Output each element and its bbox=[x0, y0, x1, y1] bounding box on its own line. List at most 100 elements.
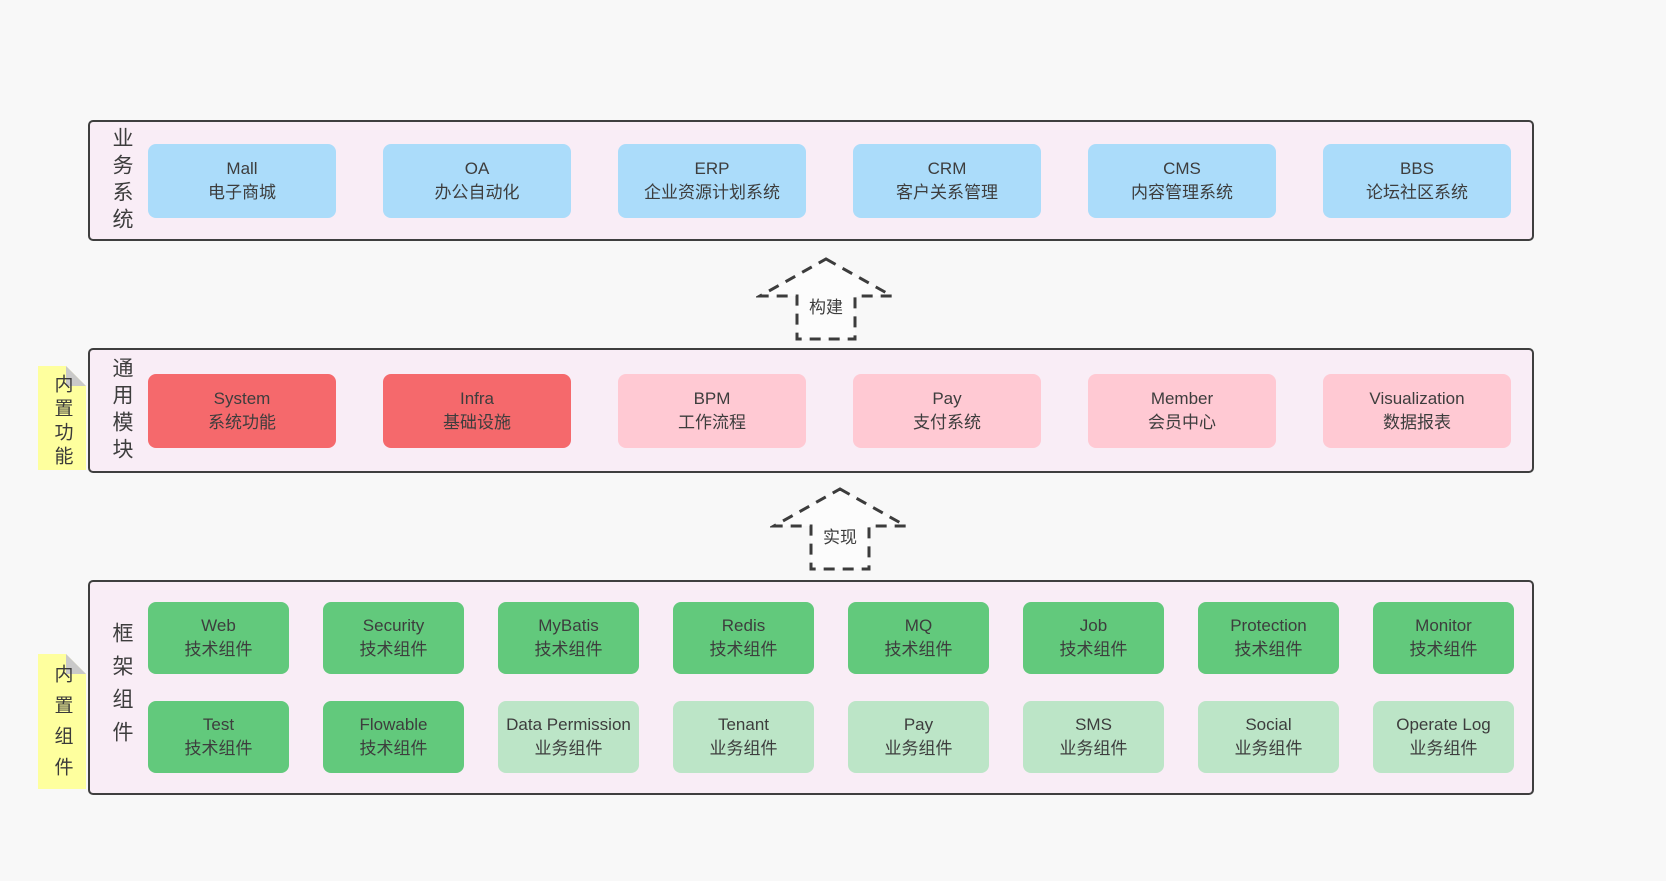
box-oa: OA 办公自动化 bbox=[383, 143, 571, 218]
box-test: Test 技术组件 bbox=[148, 701, 289, 773]
arrow-build-label: 构建 bbox=[806, 293, 846, 318]
box-subtitle: 技术组件 bbox=[184, 739, 253, 758]
box-title: Pay bbox=[932, 388, 962, 408]
box-title: Security bbox=[362, 616, 425, 635]
box-security: Security 技术组件 bbox=[323, 602, 464, 674]
box-pay: Pay 支付系统 bbox=[853, 373, 1041, 448]
box-subtitle: 技术组件 bbox=[1234, 640, 1303, 659]
section-framework-components: 框架组件 Web 技术组件 Security 技术组件 MyBatis 技术组件… bbox=[88, 580, 1534, 795]
box-subtitle: 企业资源计划系统 bbox=[644, 182, 780, 202]
box-member: Member 会员中心 bbox=[1088, 373, 1276, 448]
box-subtitle: 论坛社区系统 bbox=[1366, 182, 1468, 202]
box-system: System 系统功能 bbox=[148, 373, 336, 448]
box-redis: Redis 技术组件 bbox=[673, 602, 814, 674]
section-common-modules: 通用模块 System 系统功能 Infra 基础设施 BPM 工作流程 Pay… bbox=[88, 348, 1534, 473]
box-subtitle: 客户关系管理 bbox=[896, 182, 998, 202]
box-bpm: BPM 工作流程 bbox=[618, 373, 806, 448]
arrow-implement: 实现 bbox=[770, 486, 910, 572]
box-subtitle: 支付系统 bbox=[913, 412, 981, 432]
arrow-build: 构建 bbox=[756, 256, 896, 342]
box-title: Member bbox=[1150, 388, 1214, 408]
box-visualization: Visualization 数据报表 bbox=[1323, 373, 1511, 448]
box-subtitle: 业务组件 bbox=[1409, 739, 1478, 758]
box-title: CMS bbox=[1163, 158, 1201, 178]
section-framework-label: 框架组件 bbox=[110, 621, 133, 754]
box-title: ERP bbox=[694, 158, 730, 178]
box-subtitle: 技术组件 bbox=[534, 640, 603, 659]
tag-builtin-components: 内置组件 bbox=[38, 654, 86, 789]
box-flowable: Flowable 技术组件 bbox=[323, 701, 464, 773]
box-subtitle: 业务组件 bbox=[534, 739, 603, 758]
box-title: Test bbox=[202, 715, 235, 734]
box-data-permission: Data Permission 业务组件 bbox=[498, 701, 639, 773]
box-infra: Infra 基础设施 bbox=[383, 373, 571, 448]
tag-builtin-components-label: 内置组件 bbox=[51, 663, 73, 788]
box-mq: MQ 技术组件 bbox=[848, 602, 989, 674]
box-job: Job 技术组件 bbox=[1023, 602, 1164, 674]
box-title: CRM bbox=[927, 158, 967, 178]
modules-boxes-row: System 系统功能 Infra 基础设施 BPM 工作流程 Pay 支付系统… bbox=[148, 350, 1520, 471]
box-social: Social 业务组件 bbox=[1198, 701, 1339, 773]
box-subtitle: 系统功能 bbox=[208, 412, 276, 432]
box-subtitle: 技术组件 bbox=[1059, 640, 1128, 659]
box-subtitle: 办公自动化 bbox=[434, 182, 520, 202]
section-modules-label: 通用模块 bbox=[110, 356, 133, 465]
box-title: Redis bbox=[721, 616, 766, 635]
box-erp: ERP 企业资源计划系统 bbox=[618, 143, 806, 218]
box-title: MyBatis bbox=[538, 616, 599, 635]
sticky-fold-icon bbox=[66, 366, 86, 386]
section-business-label: 业务系统 bbox=[110, 126, 133, 235]
section-business-systems: 业务系统 Mall 电子商城 OA 办公自动化 ERP 企业资源计划系统 CRM… bbox=[88, 120, 1534, 241]
box-title: Protection bbox=[1230, 616, 1307, 635]
box-title: Visualization bbox=[1369, 388, 1465, 408]
box-title: Web bbox=[201, 616, 236, 635]
box-mybatis: MyBatis 技术组件 bbox=[498, 602, 639, 674]
box-cms: CMS 内容管理系统 bbox=[1088, 143, 1276, 218]
framework-row-1: Web 技术组件 Security 技术组件 MyBatis 技术组件 Redi… bbox=[148, 602, 1520, 674]
box-title: Tenant bbox=[717, 715, 770, 734]
box-title: Operate Log bbox=[1396, 715, 1491, 734]
box-title: Monitor bbox=[1415, 616, 1472, 635]
box-subtitle: 技术组件 bbox=[359, 739, 428, 758]
box-subtitle: 技术组件 bbox=[359, 640, 428, 659]
box-monitor: Monitor 技术组件 bbox=[1373, 602, 1514, 674]
box-subtitle: 业务组件 bbox=[884, 739, 953, 758]
sticky-fold-icon bbox=[66, 654, 86, 674]
box-subtitle: 技术组件 bbox=[1409, 640, 1478, 659]
box-title: Pay bbox=[903, 715, 934, 734]
framework-rows: Web 技术组件 Security 技术组件 MyBatis 技术组件 Redi… bbox=[148, 582, 1520, 793]
box-title: Job bbox=[1079, 616, 1108, 635]
tag-builtin-features-label: 内置功能 bbox=[51, 374, 73, 470]
box-subtitle: 业务组件 bbox=[1234, 739, 1303, 758]
business-boxes-row: Mall 电子商城 OA 办公自动化 ERP 企业资源计划系统 CRM 客户关系… bbox=[148, 122, 1520, 239]
box-title: Data Permission bbox=[506, 715, 631, 734]
box-bbs: BBS 论坛社区系统 bbox=[1323, 143, 1511, 218]
box-title: OA bbox=[464, 158, 490, 178]
box-title: System bbox=[213, 388, 271, 408]
box-title: SMS bbox=[1075, 715, 1112, 734]
box-title: MQ bbox=[904, 616, 933, 635]
box-subtitle: 业务组件 bbox=[709, 739, 778, 758]
box-subtitle: 技术组件 bbox=[884, 640, 953, 659]
box-operate-log: Operate Log 业务组件 bbox=[1373, 701, 1514, 773]
box-subtitle: 内容管理系统 bbox=[1131, 182, 1233, 202]
box-subtitle: 电子商城 bbox=[208, 182, 276, 202]
box-subtitle: 工作流程 bbox=[678, 412, 746, 432]
box-web: Web 技术组件 bbox=[148, 602, 289, 674]
box-title: Social bbox=[1245, 715, 1292, 734]
box-subtitle: 会员中心 bbox=[1148, 412, 1216, 432]
box-subtitle: 数据报表 bbox=[1383, 412, 1451, 432]
box-subtitle: 业务组件 bbox=[1059, 739, 1128, 758]
box-subtitle: 基础设施 bbox=[443, 412, 511, 432]
box-title: Mall bbox=[226, 158, 258, 178]
box-mall: Mall 电子商城 bbox=[148, 143, 336, 218]
arrow-implement-label: 实现 bbox=[820, 523, 860, 548]
box-pay-component: Pay 业务组件 bbox=[848, 701, 989, 773]
box-sms: SMS 业务组件 bbox=[1023, 701, 1164, 773]
box-title: Flowable bbox=[359, 715, 428, 734]
box-protection: Protection 技术组件 bbox=[1198, 602, 1339, 674]
box-subtitle: 技术组件 bbox=[709, 640, 778, 659]
box-tenant: Tenant 业务组件 bbox=[673, 701, 814, 773]
box-crm: CRM 客户关系管理 bbox=[853, 143, 1041, 218]
